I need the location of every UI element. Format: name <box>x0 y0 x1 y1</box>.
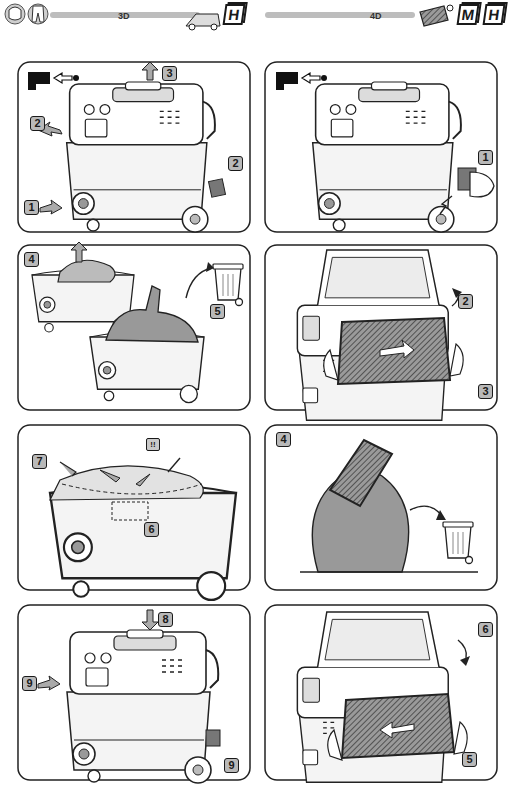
callout-number: 6 <box>144 522 159 537</box>
panel-insert-filter-part <box>454 722 467 754</box>
header-part <box>265 12 415 18</box>
callout-number: 5 <box>210 304 225 319</box>
callout-number: 9 <box>22 676 37 691</box>
header-part <box>28 4 48 24</box>
panel-remove-head-part <box>208 179 225 198</box>
panel-insert-filter-part <box>328 730 342 760</box>
panel-remove-bag-part <box>213 264 243 306</box>
panel-insert-filter-part <box>380 722 414 738</box>
panel-remove-filter-part <box>324 350 338 380</box>
panel-insert-filter-part <box>460 656 470 666</box>
panel-remove-bag-part <box>106 286 198 342</box>
callout-number: 4 <box>276 432 291 447</box>
panel-insert-bag-part <box>168 458 180 472</box>
panel-open-filter-flap <box>276 72 494 232</box>
panel-refit-head-part <box>67 630 218 783</box>
section-code: 3D <box>118 11 130 21</box>
dust-class-badge: H <box>483 4 506 25</box>
dust-class-badge: M <box>457 4 480 25</box>
panel-remove-filter <box>297 250 463 420</box>
callout-number: 2 <box>30 116 45 131</box>
dust-class-badge: H <box>223 4 246 25</box>
panel-remove-bag-part <box>206 262 214 272</box>
panel-dispose-filter-part <box>300 571 478 573</box>
panel-open-filter-flap-part <box>470 172 494 197</box>
header-part <box>447 5 453 11</box>
panel-dispose-filter-part <box>443 522 473 564</box>
callout-number: 8 <box>158 612 173 627</box>
header <box>5 4 453 30</box>
panel-insert-bag-part <box>60 462 76 476</box>
panel-insert-bag <box>50 458 236 600</box>
header-part <box>420 6 448 26</box>
callout-number: 5 <box>462 752 477 767</box>
panel-remove-bag <box>32 242 243 403</box>
panel-insert-bag-part <box>62 484 202 494</box>
panel-remove-head-part <box>142 62 158 80</box>
header-part <box>211 24 217 30</box>
panel-dispose-filter-part <box>436 510 446 520</box>
callout-number: 2 <box>458 294 473 309</box>
header-part <box>5 4 25 24</box>
callout-number: 1 <box>24 200 39 215</box>
section-code: 4D <box>370 11 382 21</box>
panel-insert-bag-part <box>50 484 236 600</box>
panel-remove-bag-part <box>71 242 87 262</box>
panel-insert-bag-part <box>100 470 120 482</box>
header-part <box>9 7 21 20</box>
panel-remove-head-part <box>40 200 62 214</box>
panel-frames-part <box>18 62 250 232</box>
panel-remove-head-part <box>67 82 215 232</box>
panel-frames-part <box>265 62 497 232</box>
panel-refit-head-part <box>142 610 158 630</box>
panel-remove-filter-part <box>450 344 463 376</box>
panel-insert-filter-part <box>342 694 454 758</box>
panel-remove-bag-part <box>186 268 212 298</box>
panel-refit-head <box>38 610 220 783</box>
panel-frames-part <box>265 425 497 590</box>
panel-insert-bag-part <box>112 502 148 520</box>
panel-remove-filter-part <box>380 340 414 358</box>
header-part <box>189 24 195 30</box>
callout-number: 6 <box>478 622 493 637</box>
panel-dispose-filter-part <box>410 506 442 516</box>
callout-number: 9 <box>224 758 239 773</box>
panel-refit-head-part <box>206 730 220 746</box>
callout-number: 2 <box>228 156 243 171</box>
callout-number: 3 <box>478 384 493 399</box>
panel-open-filter-flap-part <box>440 196 452 214</box>
callout-number: 4 <box>24 252 39 267</box>
panel-frames-part <box>18 245 250 410</box>
panel-remove-bag-part <box>58 260 115 282</box>
panel-dispose-filter-part <box>330 440 392 506</box>
warning-mark: !! <box>146 438 160 451</box>
panel-open-filter-flap-part <box>313 82 461 232</box>
panel-remove-filter-part <box>338 318 450 384</box>
panel-insert-filter-part <box>458 640 466 658</box>
callout-number: 7 <box>32 454 47 469</box>
panel-dispose-filter <box>300 440 478 572</box>
panel-insert-bag-part <box>136 474 150 486</box>
panel-remove-head <box>28 62 226 232</box>
callout-number: 1 <box>478 150 493 165</box>
panel-insert-filter <box>297 612 470 782</box>
panel-refit-head-part <box>38 676 60 690</box>
header-part <box>32 6 44 22</box>
callout-number: 3 <box>162 66 177 81</box>
